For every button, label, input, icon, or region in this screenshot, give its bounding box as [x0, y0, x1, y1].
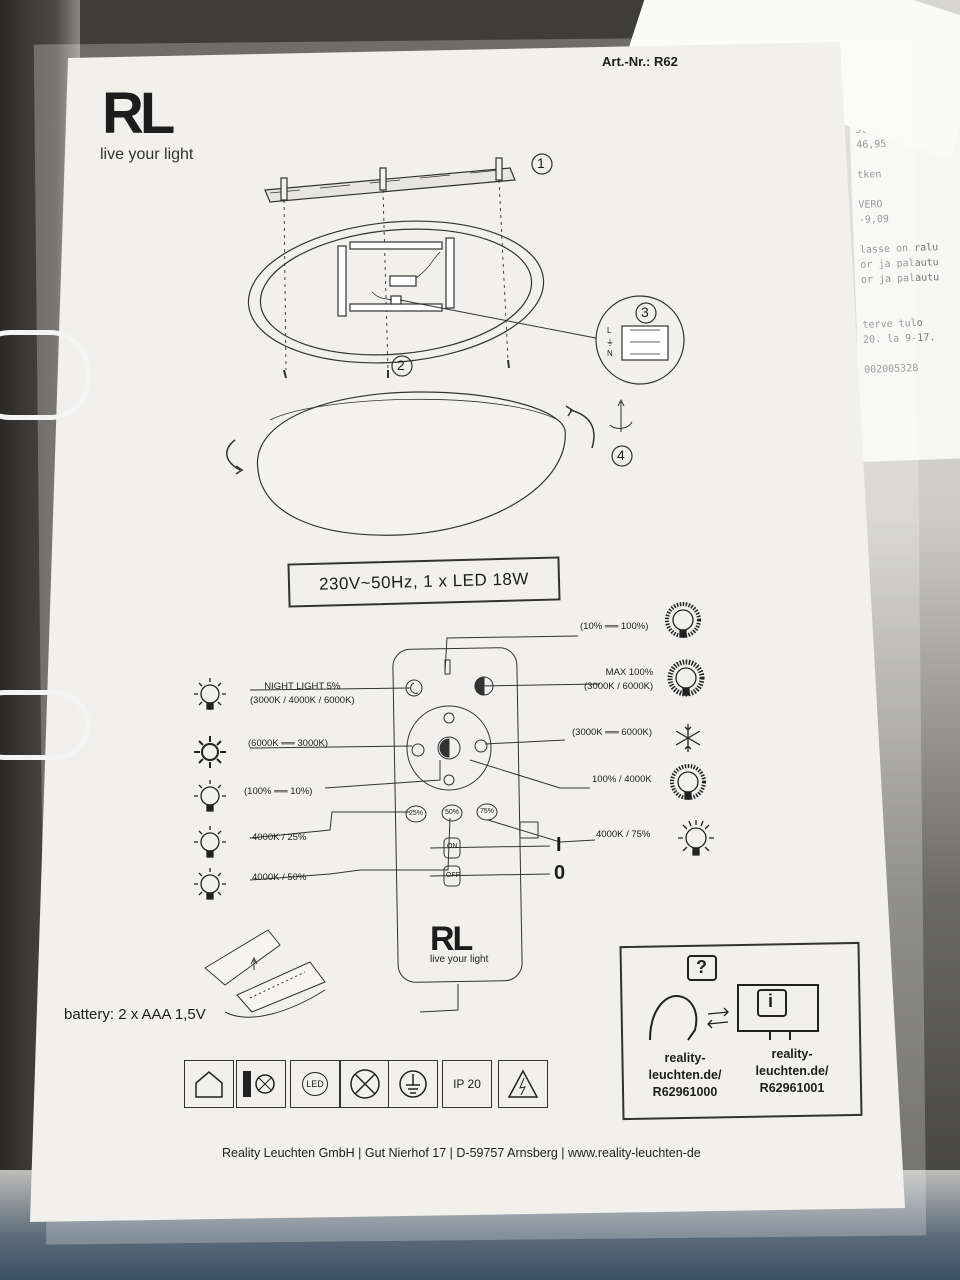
help-link-left-line1: reality-: [664, 1051, 706, 1065]
brand-logo: RL: [102, 81, 175, 146]
label-max-line1: MAX 100%: [605, 667, 654, 678]
battery-note: battery: 2 x AAA 1,5V: [64, 1006, 206, 1023]
label-75: 4000K / 75%: [596, 829, 651, 840]
help-link-left: reality- leuchten.de/ R62961000: [630, 1050, 740, 1101]
person-question-icon: [649, 955, 717, 1041]
bulb-50-icon: [194, 868, 226, 900]
label-dim-down: (100% ══ 10%): [244, 786, 313, 797]
help-link-left-line3: R62961000: [652, 1085, 718, 1099]
ip-rating-icon: IP 20: [442, 1060, 492, 1108]
binder-ring-top: [0, 330, 90, 420]
question-mark: ?: [696, 957, 707, 977]
step-2-number: 2: [397, 357, 405, 373]
remote-tagline: live your light: [430, 954, 489, 965]
bulb-75-icon: [678, 820, 714, 856]
label-max: MAX 100% (3000K / 6000K): [584, 666, 653, 694]
monitor-info-icon: [737, 984, 819, 1040]
remote-button-off: OFF: [446, 872, 460, 879]
article-number: Art.-Nr.: R62: [602, 54, 678, 69]
help-link-right-line1: reality-: [771, 1047, 813, 1061]
binder-ring-bottom: [0, 690, 90, 760]
remote-button-on: ON: [447, 843, 458, 850]
footer-address: Reality Leuchten GmbH | Gut Nierhof 17 |…: [222, 1146, 701, 1160]
help-link-right-line2: leuchten.de/: [755, 1064, 829, 1078]
swap-arrows-icon: [707, 1007, 729, 1029]
label-max-line2: (3000K / 6000K): [584, 681, 654, 692]
terminal-label-n: N: [607, 349, 613, 358]
bulb-25-icon: [194, 826, 226, 858]
brand-tagline: live your light: [100, 146, 194, 163]
help-link-right-line3: R62961001: [759, 1081, 825, 1095]
led-replace-icon: LED: [290, 1060, 340, 1108]
bulb-full-icon: [670, 764, 706, 800]
label-night-light: NIGHT LIGHT 5% (3000K / 4000K / 6000K): [250, 680, 355, 708]
sun-dim-icon: [194, 780, 226, 812]
bulb-bright-icon: [665, 602, 701, 638]
electric-warning-icon: [498, 1060, 548, 1108]
label-25: 4000K / 25%: [252, 832, 307, 843]
label-night-light-line1: NIGHT LIGHT 5%: [264, 681, 341, 692]
step-4-number: 4: [617, 447, 625, 463]
indoor-use-icon: [184, 1060, 234, 1108]
sun-solid-icon: [194, 736, 226, 768]
label-dim-up: (10% ══ 100%): [580, 621, 649, 632]
help-link-left-line2: leuchten.de/: [648, 1068, 722, 1082]
on-symbol: I: [556, 834, 562, 856]
step-3-number: 3: [641, 304, 649, 320]
remote-button-75: 75%: [480, 808, 495, 815]
led-label: LED: [302, 1072, 328, 1096]
terminal-label-earth: ⏚: [606, 338, 614, 347]
ip-rating: IP 20: [453, 1077, 481, 1091]
remote-button-50: 50%: [445, 809, 460, 816]
remote-button-25: 25%: [409, 810, 424, 817]
label-full-4000k: 100% / 4000K: [592, 774, 652, 785]
help-link-right: reality- leuchten.de/ R62961001: [738, 1046, 846, 1097]
snowflake-icon: [675, 724, 701, 752]
no-cover-icon: [236, 1060, 286, 1108]
no-disposal-icon: [340, 1060, 390, 1108]
earth-ground-icon: [388, 1060, 438, 1108]
off-symbol: 0: [554, 862, 566, 884]
info-mark: i: [768, 991, 774, 1011]
remote-logo: RL: [430, 920, 473, 958]
label-50: 4000K / 50%: [252, 872, 307, 883]
sun-small-icon: [194, 678, 226, 710]
bulb-max-icon: [667, 659, 705, 697]
terminal-label-l: L: [607, 326, 612, 335]
label-color-temp-cool: (3000K ══ 6000K): [572, 727, 653, 738]
label-night-light-line2: (3000K / 4000K / 6000K): [250, 695, 355, 706]
label-color-temp-warm: (6000K ══ 3000K): [248, 738, 329, 749]
step-1-number: 1: [537, 155, 545, 171]
